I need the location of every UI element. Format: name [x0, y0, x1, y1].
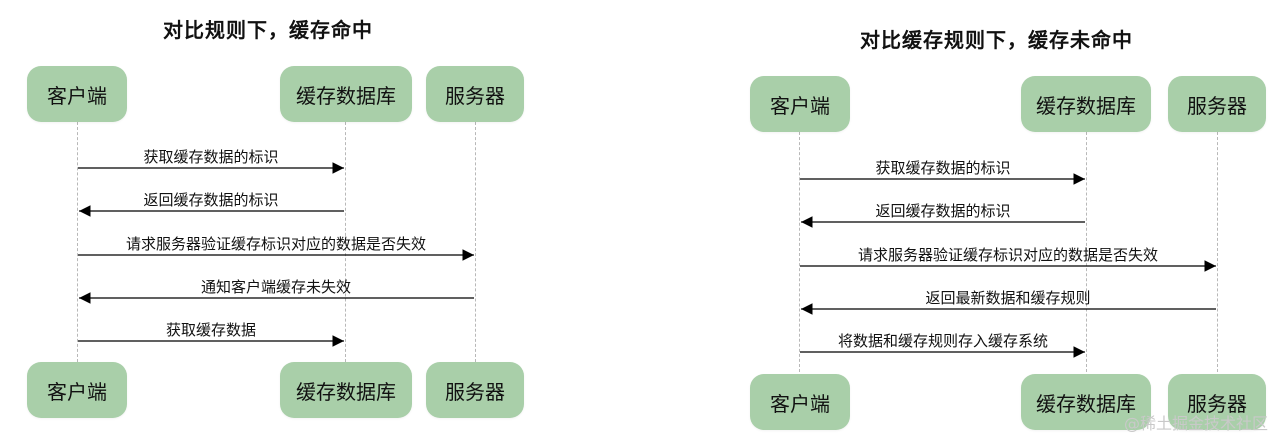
lifeline-server: [475, 122, 476, 362]
actor-client-top: 客户端: [27, 66, 127, 122]
watermark: @稀土掘金技术社区: [1123, 414, 1268, 433]
actor-server-top: 服务器: [426, 66, 524, 122]
message-label: 获取缓存数据的标识: [875, 159, 1011, 177]
message-label: 获取缓存数据: [165, 321, 257, 339]
message-label: 将数据和缓存规则存入缓存系统: [837, 332, 1049, 350]
actor-server-bottom: 服务器: [426, 362, 524, 418]
actor-cache-db-top: 缓存数据库: [1021, 76, 1151, 132]
message-label: 请求服务器验证缓存标识对应的数据是否失效: [857, 246, 1159, 264]
lifeline-client: [77, 122, 78, 362]
message-label: 请求服务器验证缓存标识对应的数据是否失效: [125, 235, 427, 253]
message-arrows: [78, 162, 474, 347]
message-arrows: [800, 173, 1216, 358]
lifeline-cache-db: [1086, 132, 1087, 372]
diagram-cache-miss: 对比缓存规则下，缓存未命中 客户端 缓存数据库 服务器 客户端 缓存数据库 服务…: [720, 0, 1280, 444]
message-label: 返回缓存数据的标识: [875, 202, 1011, 220]
message-label: 获取缓存数据的标识: [143, 148, 279, 166]
message-label: 通知客户端缓存未失效: [200, 278, 352, 296]
actor-server-bottom: 服务器: [1168, 374, 1266, 430]
lifeline-cache-db: [345, 122, 346, 362]
lifeline-client: [799, 132, 800, 372]
message-label: 返回缓存数据的标识: [143, 191, 279, 209]
actor-cache-db-top: 缓存数据库: [280, 66, 412, 122]
diagram-cache-hit: 对比规则下，缓存命中 客户端 缓存数据库 服务器 客户端 缓存数据库 服务器 获…: [0, 0, 540, 444]
actor-client-top: 客户端: [750, 76, 850, 132]
actor-client-bottom: 客户端: [27, 362, 127, 418]
lifeline-server: [1217, 132, 1218, 372]
message-label: 返回最新数据和缓存规则: [925, 289, 1091, 307]
actor-cache-db-bottom: 缓存数据库: [1021, 374, 1151, 430]
actor-client-bottom: 客户端: [750, 374, 850, 430]
diagram-title: 对比缓存规则下，缓存未命中: [860, 28, 1133, 52]
diagram-title: 对比规则下，缓存命中: [163, 18, 373, 42]
actor-server-top: 服务器: [1168, 76, 1266, 132]
actor-cache-db-bottom: 缓存数据库: [280, 362, 412, 418]
